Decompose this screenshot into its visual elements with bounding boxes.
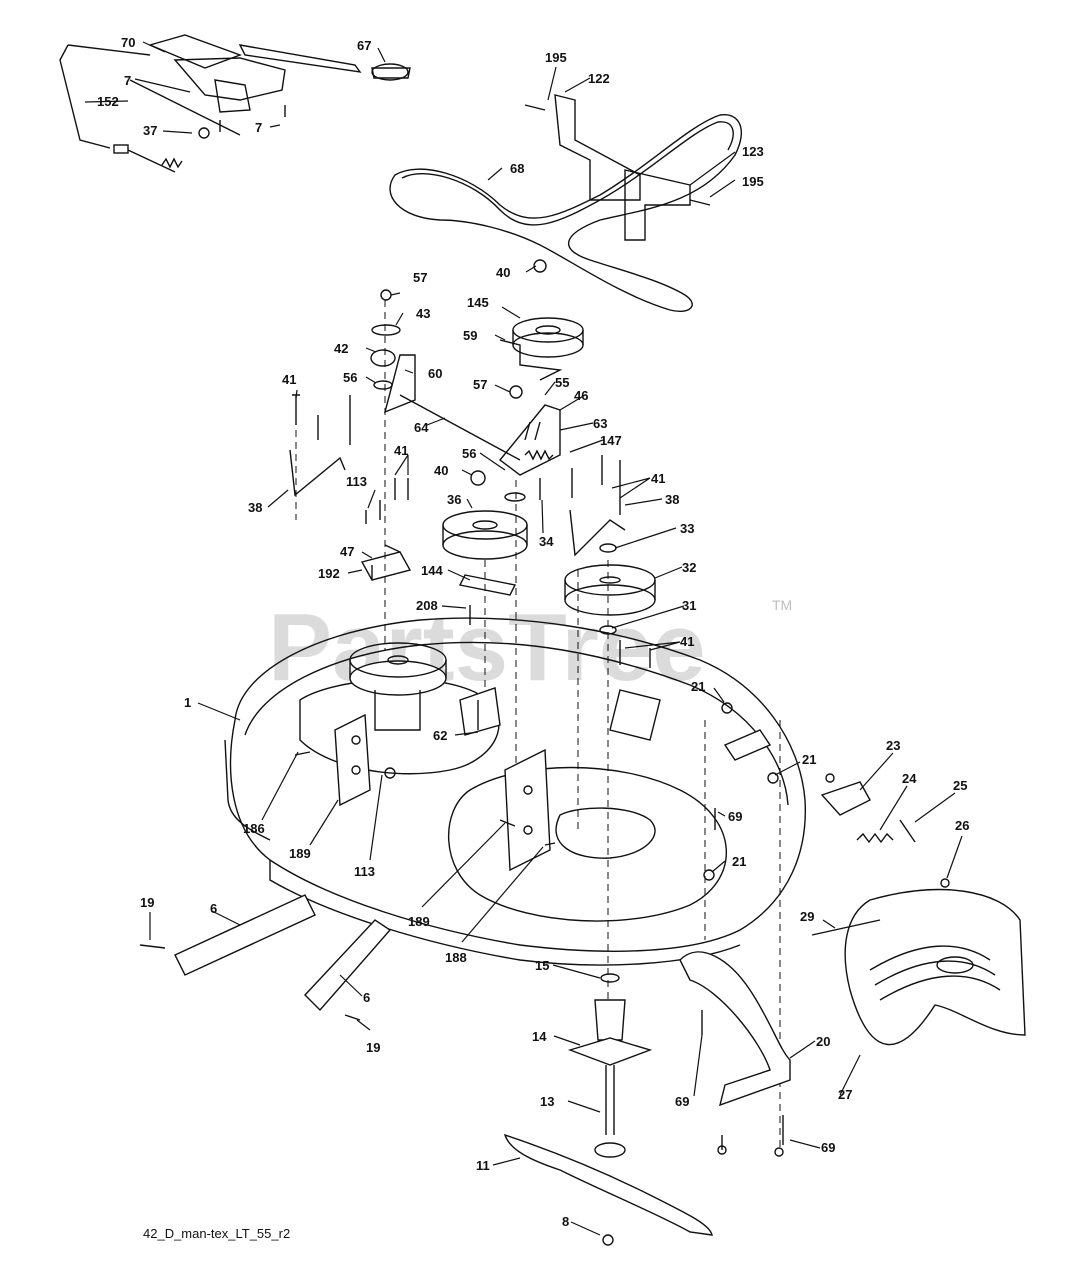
callout-36[interactable]: 36	[447, 492, 461, 507]
callout-21-b[interactable]: 21	[802, 752, 816, 767]
callout-24[interactable]: 24	[902, 771, 917, 786]
callout-1[interactable]: 1	[184, 695, 191, 710]
callout-27[interactable]: 27	[838, 1087, 852, 1102]
callout-26[interactable]: 26	[955, 818, 969, 833]
leader-lines	[84, 41, 963, 1236]
callout-6-a[interactable]: 6	[210, 901, 217, 916]
callout-21-c[interactable]: 21	[732, 854, 746, 869]
callout-25[interactable]: 25	[953, 778, 967, 793]
bracket-47	[360, 551, 412, 581]
callout-195-a[interactable]: 195	[545, 50, 567, 65]
callout-labels: 70 67 7 7 152 37 195 122 68 123 195 40 5…	[97, 35, 969, 1229]
callout-113-a[interactable]: 113	[346, 474, 367, 489]
callout-189-b[interactable]: 189	[408, 914, 430, 929]
callout-33[interactable]: 33	[680, 521, 694, 536]
callout-56-a[interactable]: 56	[343, 370, 357, 385]
callout-46[interactable]: 46	[574, 388, 588, 403]
baffle-6-left	[174, 894, 316, 976]
callout-67[interactable]: 67	[357, 38, 371, 53]
callout-59[interactable]: 59	[463, 328, 477, 343]
idler-pulley-145	[512, 317, 584, 358]
callout-40-a[interactable]: 40	[496, 265, 510, 280]
callout-144[interactable]: 144	[421, 563, 443, 578]
callout-7-a[interactable]: 7	[124, 73, 131, 88]
callout-13[interactable]: 13	[540, 1094, 554, 1109]
callout-40-b[interactable]: 40	[434, 463, 448, 478]
discharge-chute-27	[844, 888, 1026, 1046]
callout-122[interactable]: 122	[588, 71, 610, 86]
callout-60[interactable]: 60	[428, 366, 442, 381]
callout-62[interactable]: 62	[433, 728, 447, 743]
callout-69-b[interactable]: 69	[675, 1094, 689, 1109]
callout-192[interactable]: 192	[318, 566, 340, 581]
callout-145[interactable]: 145	[467, 295, 489, 310]
callout-19-a[interactable]: 19	[140, 895, 154, 910]
callout-113-b[interactable]: 113	[354, 864, 375, 879]
lever-assembly	[59, 34, 411, 173]
callout-7-b[interactable]: 7	[255, 120, 262, 135]
callout-41-d[interactable]: 41	[680, 634, 694, 649]
baffle-20	[679, 951, 791, 1107]
callout-189-a[interactable]: 189	[289, 846, 311, 861]
blade-11	[503, 1133, 713, 1236]
callout-55[interactable]: 55	[555, 375, 569, 390]
callout-57-a[interactable]: 57	[413, 270, 427, 285]
callout-29[interactable]: 29	[800, 909, 814, 924]
callout-20[interactable]: 20	[816, 1034, 830, 1049]
callout-37[interactable]: 37	[143, 123, 157, 138]
callout-32[interactable]: 32	[682, 560, 696, 575]
callout-38-b[interactable]: 38	[665, 492, 679, 507]
callout-63[interactable]: 63	[593, 416, 607, 431]
callout-38-a[interactable]: 38	[248, 500, 262, 515]
callout-11[interactable]: 11	[476, 1158, 490, 1173]
bracket-123	[624, 169, 691, 241]
callout-31[interactable]: 31	[682, 598, 696, 613]
callout-64[interactable]: 64	[414, 420, 429, 435]
bracket-122	[554, 94, 641, 201]
belt-68	[389, 114, 743, 312]
callout-70[interactable]: 70	[121, 35, 135, 50]
callout-47[interactable]: 47	[340, 544, 354, 559]
callout-123[interactable]: 123	[742, 144, 764, 159]
callout-69-c[interactable]: 69	[821, 1140, 835, 1155]
pulley-36	[442, 510, 528, 560]
callout-15[interactable]: 15	[535, 958, 549, 973]
callout-23[interactable]: 23	[886, 738, 900, 753]
callout-57-b[interactable]: 57	[473, 377, 487, 392]
callout-69-a[interactable]: 69	[728, 809, 742, 824]
callout-14[interactable]: 14	[532, 1029, 547, 1044]
callout-195-b[interactable]: 195	[742, 174, 764, 189]
callout-68[interactable]: 68	[510, 161, 524, 176]
spindle-assembly	[567, 973, 653, 1158]
callout-41-c[interactable]: 41	[651, 471, 665, 486]
callout-42[interactable]: 42	[334, 341, 348, 356]
deck-pulley	[349, 642, 447, 731]
callout-41-b[interactable]: 41	[394, 443, 408, 458]
watermark-trademark: TM	[772, 597, 792, 613]
callout-6-b[interactable]: 6	[363, 990, 370, 1005]
callout-21-a[interactable]: 21	[691, 679, 705, 694]
callout-19-b[interactable]: 19	[366, 1040, 380, 1055]
bracket-23	[820, 781, 871, 816]
callout-56-b[interactable]: 56	[462, 446, 476, 461]
diagram-code: 42_D_man-tex_LT_55_r2	[143, 1226, 290, 1241]
callout-188[interactable]: 188	[445, 950, 467, 965]
callout-34[interactable]: 34	[539, 534, 554, 549]
callout-147[interactable]: 147	[600, 433, 622, 448]
callout-43[interactable]: 43	[416, 306, 430, 321]
pulley-32	[564, 564, 656, 616]
baffle-6-right	[304, 919, 392, 1012]
callout-208[interactable]: 208	[416, 598, 438, 613]
callout-152[interactable]: 152	[97, 94, 119, 109]
callout-8[interactable]: 8	[562, 1214, 569, 1229]
callout-41-a[interactable]: 41	[282, 372, 296, 387]
callout-186[interactable]: 186	[243, 821, 265, 836]
